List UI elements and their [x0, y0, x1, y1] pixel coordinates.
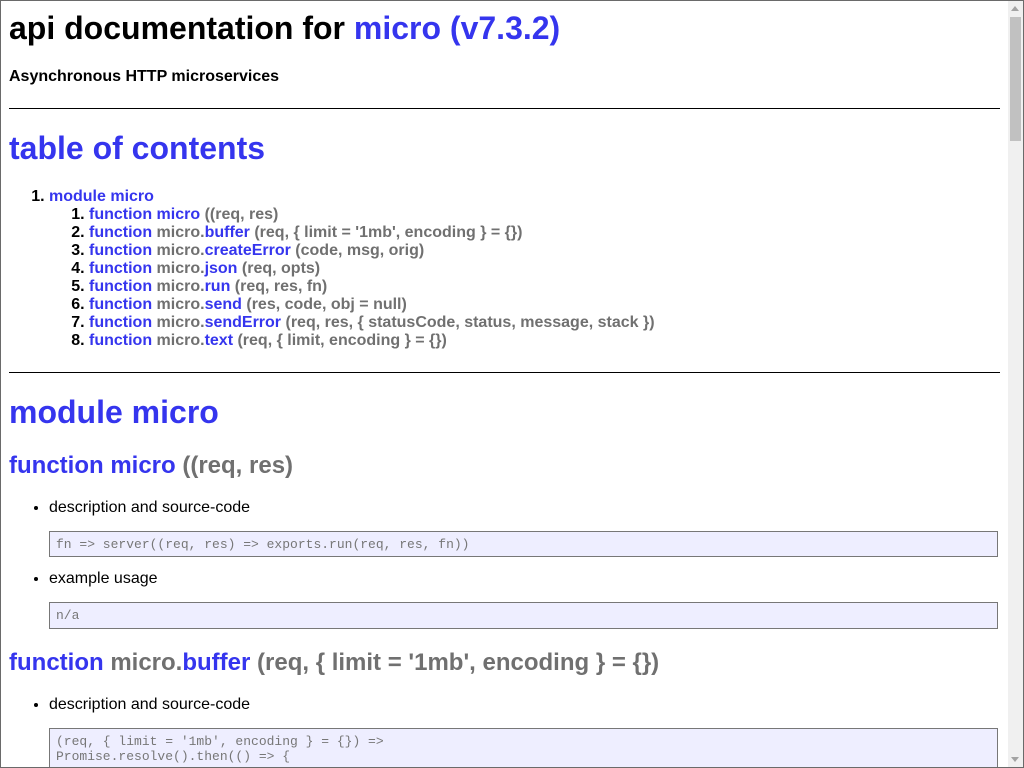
- toc-module-link[interactable]: module micro: [49, 188, 154, 205]
- bullet-list: example usage: [9, 569, 1000, 588]
- toc-item-args: (req, { limit, encoding } = {}): [237, 332, 447, 349]
- toc-module-item: module micro function micro ((req, res) …: [49, 188, 655, 350]
- toc-item-link[interactable]: function micro.sendError: [89, 314, 282, 331]
- toc-item-link[interactable]: function micro.send: [89, 296, 242, 313]
- title-prefix: api documentation for: [9, 10, 354, 46]
- list-item: example usage: [49, 569, 1000, 588]
- page-title: api documentation for micro (v7.3.2): [9, 10, 560, 47]
- toc-item-args: (req, opts): [241, 260, 321, 277]
- toc-item-link[interactable]: function micro.text: [89, 332, 234, 349]
- toc-item: function micro.run (req, res, fn): [89, 278, 655, 296]
- toc-item-args: (code, msg, orig): [295, 242, 425, 259]
- toc-item: function micro.send (res, code, obj = nu…: [89, 296, 655, 314]
- scroll-down-arrow-icon[interactable]: [1008, 752, 1023, 767]
- toc-item: function micro.text (req, { limit, encod…: [89, 332, 655, 350]
- toc-item: function micro ((req, res): [89, 206, 655, 224]
- toc-item-link[interactable]: function micro: [89, 206, 201, 223]
- toc-heading[interactable]: table of contents: [9, 130, 266, 166]
- function-args: ((req, res): [175, 452, 294, 479]
- toc-item-args: ((req, res): [204, 206, 279, 223]
- function-heading-link[interactable]: function micro.buffer: [9, 649, 251, 676]
- source-code-block: (req, { limit = '1mb', encoding } = {}) …: [49, 728, 998, 767]
- vertical-scrollbar[interactable]: [1008, 1, 1023, 767]
- toc-item-args: (req, res, { statusCode, status, message…: [285, 314, 655, 331]
- divider: [9, 372, 1000, 373]
- toc-item-link[interactable]: function micro.run: [89, 278, 231, 295]
- toc-item-args: (req, { limit = '1mb', encoding } = {}): [254, 224, 523, 241]
- bullet-list: description and source-code: [9, 498, 1000, 517]
- toc-item: function micro.sendError (req, res, { st…: [89, 314, 655, 332]
- toc-item-link[interactable]: function micro.json: [89, 260, 238, 277]
- function-heading-link[interactable]: function micro: [9, 452, 176, 479]
- toc-item-link[interactable]: function micro.buffer: [89, 224, 250, 241]
- example-code-block: n/a: [49, 602, 998, 629]
- function-heading: function micro ((req, res): [9, 452, 293, 480]
- toc-item: function micro.buffer (req, { limit = '1…: [89, 224, 655, 242]
- toc-function-list: function micro ((req, res) function micr…: [49, 206, 655, 350]
- page-subtitle: Asynchronous HTTP microservices: [9, 68, 280, 85]
- scrollbar-thumb[interactable]: [1010, 17, 1021, 141]
- bullet-list: description and source-code: [9, 695, 1000, 714]
- function-heading: function micro.buffer (req, { limit = '1…: [9, 649, 659, 677]
- toc-item: function micro.createError (code, msg, o…: [89, 242, 655, 260]
- list-item: description and source-code: [49, 695, 1000, 714]
- function-args: (req, { limit = '1mb', encoding } = {}): [250, 649, 660, 676]
- toc-list: module micro function micro ((req, res) …: [9, 188, 655, 350]
- toc-item-link[interactable]: function micro.createError: [89, 242, 291, 259]
- list-item: description and source-code: [49, 498, 1000, 517]
- divider: [9, 108, 1000, 109]
- title-package-link[interactable]: micro: [353, 10, 442, 46]
- title-version: (v7.3.2): [449, 10, 561, 46]
- toc-item: function micro.json (req, opts): [89, 260, 655, 278]
- source-code-block: fn => server((req, res) => exports.run(r…: [49, 531, 998, 557]
- toc-item-args: (req, res, fn): [234, 278, 328, 295]
- scroll-up-arrow-icon[interactable]: [1008, 1, 1023, 16]
- toc-item-args: (res, code, obj = null): [246, 296, 407, 313]
- module-heading[interactable]: module micro: [9, 394, 219, 430]
